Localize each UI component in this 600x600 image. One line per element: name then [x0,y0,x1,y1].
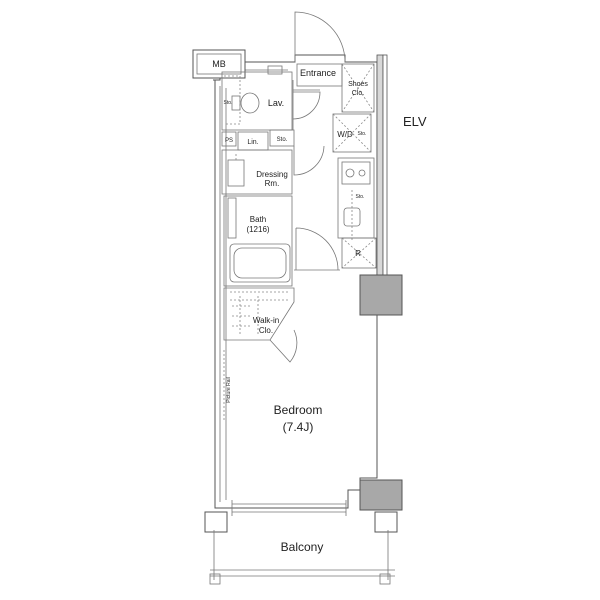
balcony-label: Balcony [281,540,324,554]
walk-in-closet: Walk-in Clo. [223,287,298,363]
entrance-area: Entrance [292,63,343,130]
bathtub-icon [229,243,291,283]
picture-rail-label: Picture Rail [226,377,232,403]
elv-label: ELV [403,114,427,129]
meter-box: MB [192,49,246,79]
entrance-label: Entrance [300,68,336,78]
balcony-window [231,500,347,516]
exterior-walls [213,54,378,509]
lav-label: Lav. [268,98,284,108]
storage-row: PS Lin. Sto. [221,129,325,176]
entrance-door[interactable] [294,11,346,63]
lin-label: Lin. [247,139,258,146]
sto-toilet-label: Sto. [224,100,233,106]
sto-kitchen-label: Sto. [356,194,365,200]
column-bottom-right [359,479,403,511]
shoes-label-1: Shoes [348,81,368,88]
stove-burner-left-icon [345,168,355,178]
bedroom-label-2: (7.4J) [283,420,314,434]
shoes-closet: Shoes Clo. [341,63,375,113]
balcony: Balcony [204,511,398,585]
bedroom-label-1: Bedroom [274,403,323,417]
toilet-icon [240,92,260,114]
elevator-shaft-wall: ELV [376,54,427,281]
wd-label: W/D [337,130,353,139]
lavatory: Lav. Sto. [221,65,293,131]
walkin-label-2: Clo. [259,326,273,335]
stove-burner-right-icon [358,169,366,177]
walkin-label-1: Walk-in [253,316,279,325]
dressing-label-2: Rm. [265,179,280,188]
shoes-label-2: Clo. [352,90,365,97]
fridge-label: R [355,249,361,258]
bedroom: Bedroom (7.4J) [274,403,323,434]
bath-label-1: Bath [250,215,266,224]
column-mid-right [359,274,403,316]
refrigerator: R [341,237,377,269]
mb-label: MB [212,59,226,69]
ps-label: PS [225,138,233,144]
dressing-room: Dressing Rm. [221,149,293,195]
washer-dryer: W/D Sto. [332,113,372,153]
dressing-label-1: Dressing [256,170,288,179]
sto-wd-label: Sto. [358,131,367,137]
picture-rail: Picture Rail [223,350,232,420]
bathroom: Bath (1216) [223,195,340,287]
bath-label-2: (1216) [246,225,269,234]
sto-hall-label: Sto. [277,137,288,143]
